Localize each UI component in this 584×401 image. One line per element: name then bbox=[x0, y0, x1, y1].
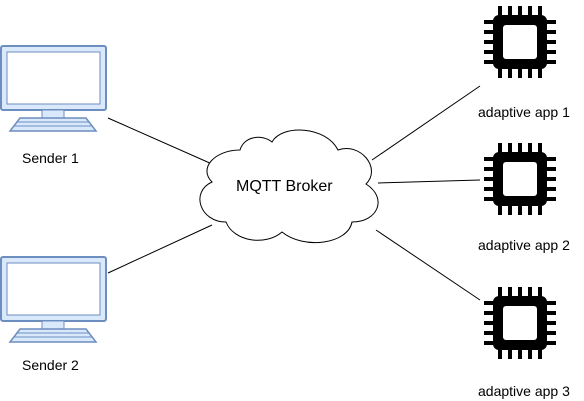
broker-label: MQTT Broker bbox=[236, 178, 333, 195]
sender-1-label: Sender 1 bbox=[22, 150, 79, 166]
cloud-icon bbox=[199, 129, 379, 244]
app-2-chip-icon bbox=[484, 143, 556, 215]
app-3-label: adaptive app 3 bbox=[478, 383, 570, 399]
connector-broker-app1 bbox=[371, 85, 481, 161]
app-2-label: adaptive app 2 bbox=[478, 237, 570, 253]
sender-1-computer-icon bbox=[0, 45, 107, 132]
app-3-chip-icon bbox=[484, 287, 556, 359]
app-1-chip-icon bbox=[484, 6, 556, 78]
sender-2-computer-icon bbox=[0, 256, 107, 343]
app-1-label: adaptive app 1 bbox=[478, 104, 570, 120]
connector-broker-app3 bbox=[375, 229, 481, 301]
connector-sender2-broker bbox=[107, 224, 213, 274]
connector-sender1-broker bbox=[107, 117, 213, 165]
connector-broker-app2 bbox=[377, 179, 481, 184]
sender-2-label: Sender 2 bbox=[22, 357, 79, 373]
